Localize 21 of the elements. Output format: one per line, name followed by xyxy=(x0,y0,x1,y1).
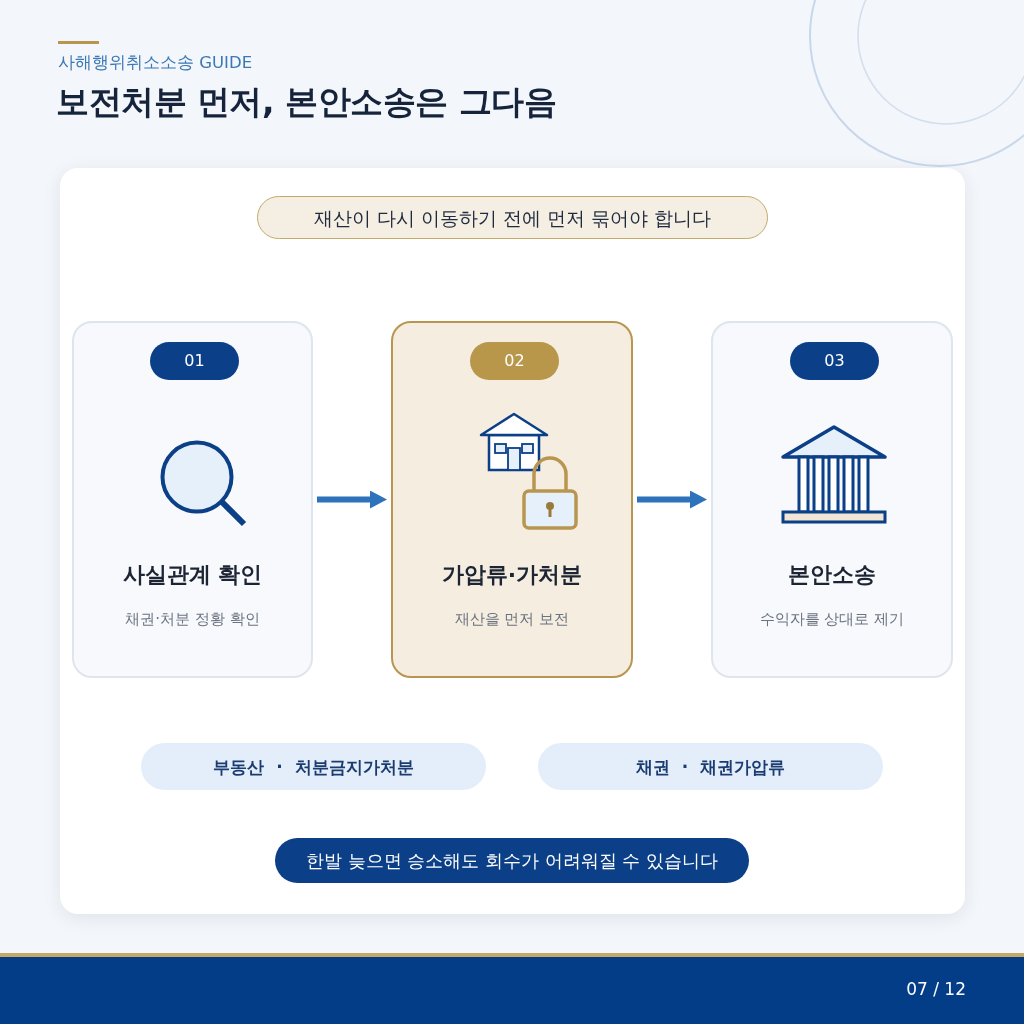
step-description: 채권·처분 정황 확인 xyxy=(125,609,260,630)
warning-banner: 한발 늦으면 승소해도 회수가 어려워질 수 있습니다 xyxy=(275,838,749,883)
step-card xyxy=(711,321,953,678)
arrow xyxy=(637,490,707,509)
step-title: 사실관계 확인 xyxy=(122,561,263,589)
step-title: 가압류·가처분 xyxy=(441,561,583,589)
kicker-text: 사해행위취소소송 GUIDE xyxy=(58,52,253,74)
step-badge: 01 xyxy=(150,342,239,380)
step-badge: 03 xyxy=(790,342,879,380)
step-card xyxy=(391,321,633,678)
category-tag: 부동산 · 처분금지가처분 xyxy=(141,743,486,790)
step-description: 수익자를 상대로 제기 xyxy=(759,609,905,630)
step-card xyxy=(72,321,313,678)
step-badge: 02 xyxy=(470,342,559,380)
page-number: 07 / 12 xyxy=(906,978,966,1001)
step-description: 재산을 먼저 보전 xyxy=(454,609,570,630)
page-title: 보전처분 먼저, 본안소송은 그다음 xyxy=(56,81,556,123)
banner-pill: 재산이 다시 이동하기 전에 먼저 묶어야 합니다 xyxy=(257,196,768,239)
step-title: 본안소송 xyxy=(788,561,876,589)
arrow xyxy=(317,490,387,509)
category-tag: 채권 · 채권가압류 xyxy=(538,743,883,790)
